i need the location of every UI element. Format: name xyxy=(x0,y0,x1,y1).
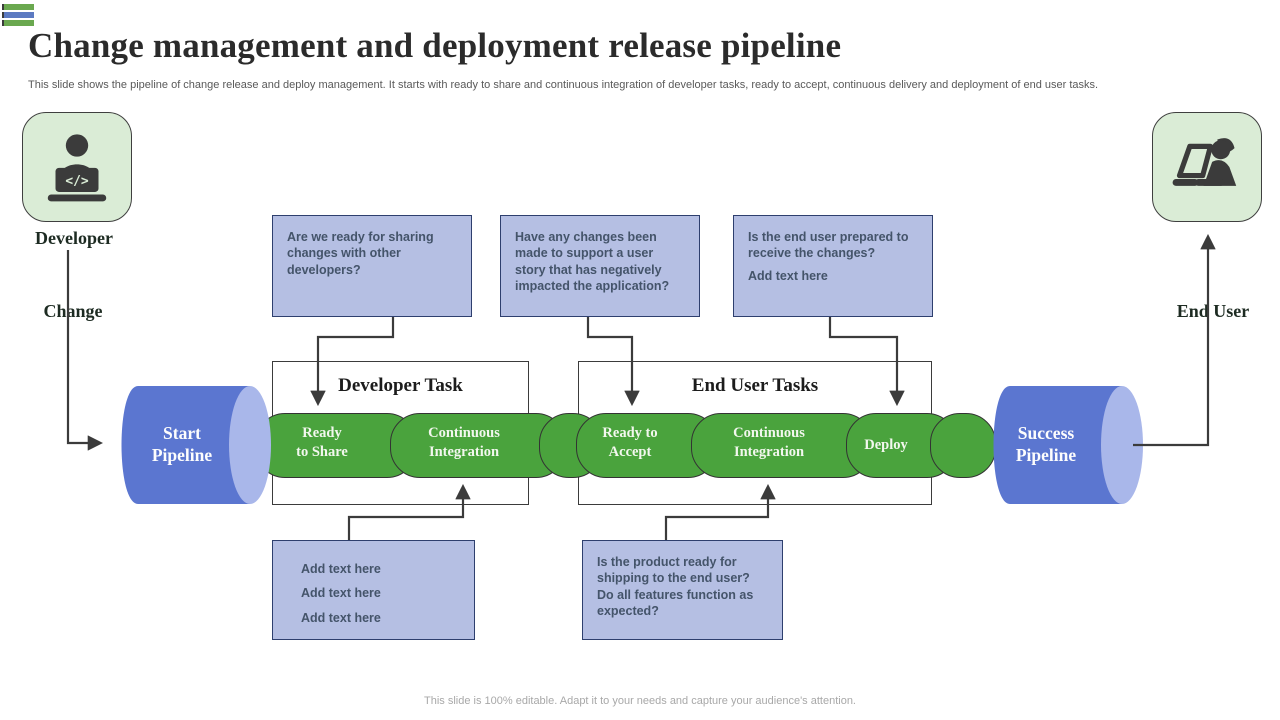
callout-product-ready-shipping[interactable]: Is the product ready for shipping to the… xyxy=(582,540,783,640)
callout-ready-for-sharing[interactable]: Are we ready for sharing changes with ot… xyxy=(272,215,472,317)
connector-change-to-start-arrow xyxy=(66,250,104,451)
end-user-tasks-title: End User Tasks xyxy=(691,375,819,396)
svg-text:</>: </> xyxy=(65,174,89,189)
end-user-icon-tile xyxy=(1152,112,1262,222)
developer-label: Developer xyxy=(14,228,134,249)
callout-changes-user-story[interactable]: Have any changes been made to support a … xyxy=(500,215,700,317)
slide-subtitle: This slide shows the pipeline of change … xyxy=(28,79,1099,91)
success-pipeline-cylinder xyxy=(993,386,1143,504)
stage-ready-to-share: Ready to Share xyxy=(296,425,348,460)
logo-stripe-green xyxy=(2,4,34,10)
slide-footer-note: This slide is 100% editable. Adapt it to… xyxy=(424,695,856,707)
page-title: Change management and deployment release… xyxy=(28,26,842,65)
developer-task-title: Developer Task xyxy=(338,375,463,396)
start-pipeline-label: Start Pipeline xyxy=(151,423,213,465)
brand-logo xyxy=(2,4,34,28)
pipeline-bar-segment xyxy=(930,413,996,478)
developer-icon-tile: </> xyxy=(22,112,132,222)
start-pipeline-cylinder xyxy=(121,386,271,504)
pipeline-bar-segment xyxy=(390,413,566,478)
callout-end-user-prepared[interactable]: Is the end user prepared to receive the … xyxy=(733,215,933,317)
change-label: Change xyxy=(28,301,118,322)
callout-add-text-placeholders[interactable]: Add text here Add text here Add text her… xyxy=(272,540,475,640)
stage-deploy: Deploy xyxy=(864,437,908,453)
success-pipeline-label: Success Pipeline xyxy=(1015,423,1077,465)
developer-coding-icon: </> xyxy=(47,134,107,202)
stage-continuous-integration-user: Continuous Integration xyxy=(733,425,805,460)
logo-stripe-green xyxy=(2,20,34,26)
stage-ready-to-accept: Ready to Accept xyxy=(602,425,658,460)
stage-continuous-integration-dev: Continuous Integration xyxy=(428,425,500,460)
end-user-label: End User xyxy=(1158,301,1268,322)
logo-stripe-blue xyxy=(2,12,34,18)
pipeline-bar-segment xyxy=(691,413,873,478)
end-user-laptop-icon xyxy=(1172,138,1237,186)
